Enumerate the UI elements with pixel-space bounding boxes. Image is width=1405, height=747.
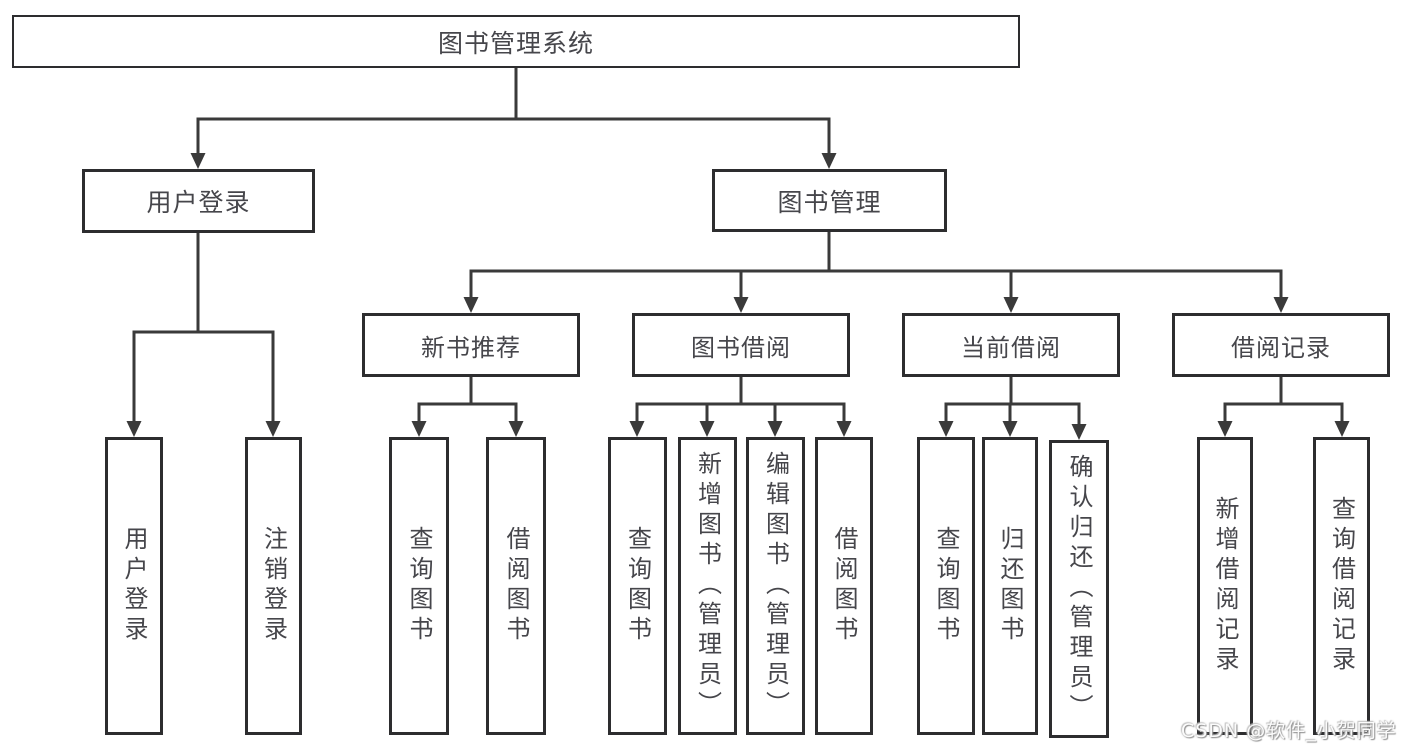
node-query-books-recommend: 查询图书 — [389, 437, 449, 735]
node-user-login-leaf: 用户登录 — [105, 437, 163, 735]
node-add-books-admin: 新增图书（管理员） — [678, 437, 737, 735]
node-user-login: 用户登录 — [82, 169, 315, 233]
node-logout-leaf: 注销登录 — [245, 437, 302, 735]
node-query-books-borrowing: 查询图书 — [608, 437, 667, 735]
arrowheads — [126, 153, 1350, 440]
watermark: CSDN @软件_小贺同学 — [1181, 720, 1397, 742]
node-return-books: 归还图书 — [982, 437, 1038, 735]
node-borrow-books: 借阅图书 — [815, 437, 873, 735]
node-book-management: 图书管理 — [712, 169, 947, 232]
node-borrow-books-recommend: 借阅图书 — [486, 437, 546, 735]
node-current-borrowing: 当前借阅 — [902, 313, 1120, 377]
node-confirm-return-admin: 确认归还（管理员） — [1049, 440, 1109, 738]
node-library-system: 图书管理系统 — [12, 15, 1020, 68]
node-edit-books-admin: 编辑图书（管理员） — [746, 437, 805, 735]
node-query-borrow-record: 查询借阅记录 — [1313, 437, 1370, 735]
node-add-borrow-record: 新增借阅记录 — [1197, 437, 1253, 735]
node-borrowing-records: 借阅记录 — [1172, 313, 1390, 377]
node-new-book-recommend: 新书推荐 — [362, 313, 580, 377]
node-book-borrowing: 图书借阅 — [632, 313, 850, 377]
node-query-books-current: 查询图书 — [917, 437, 975, 735]
